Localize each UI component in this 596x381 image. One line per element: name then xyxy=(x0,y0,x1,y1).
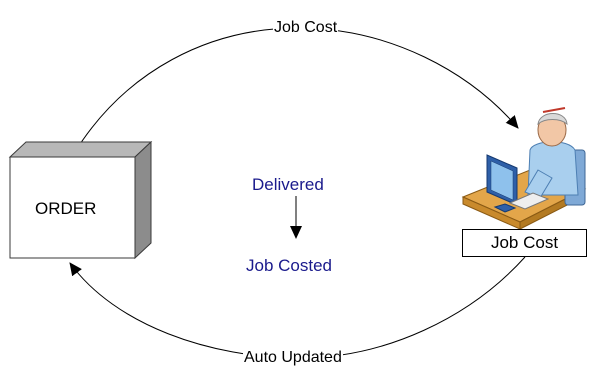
workstation-label: Job Cost xyxy=(490,233,559,252)
bottom-arrow-label: Auto Updated xyxy=(243,349,343,366)
top-flow-arrow xyxy=(72,27,519,156)
state-from-label: Delivered xyxy=(252,175,324,194)
top-arrow-label: Job Cost xyxy=(273,19,339,36)
workstation-label-box: Job Cost xyxy=(462,229,587,257)
user-at-workstation-icon xyxy=(461,107,587,230)
order-box-icon xyxy=(8,140,153,260)
order-box-label: ORDER xyxy=(35,199,97,218)
state-to-label: Job Costed xyxy=(246,256,332,275)
